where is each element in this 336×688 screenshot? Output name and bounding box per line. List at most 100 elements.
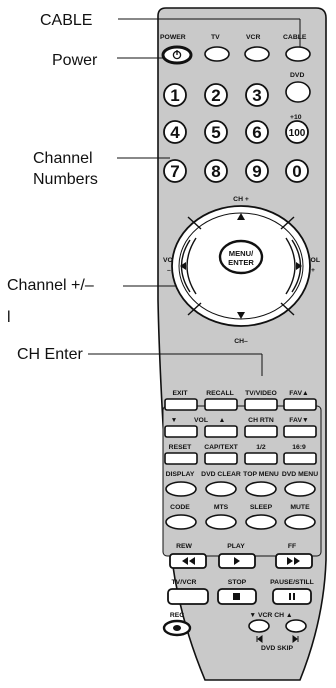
aspect-16-9-button[interactable] [283, 452, 317, 465]
label-vol-up-arrow: ▲ [219, 417, 226, 424]
number-label-4: 4 [170, 123, 180, 142]
volume-up-button[interactable] [285, 237, 302, 295]
dvd-menu-button[interactable] [284, 481, 316, 497]
vcr-ch-down-button[interactable] [248, 619, 270, 633]
tv-button[interactable] [204, 46, 230, 62]
label-reset: RESET [169, 444, 193, 451]
number-button-2[interactable] [204, 83, 228, 107]
label-vol-down-arrow: ▼ [171, 417, 178, 424]
label-ch-rtn: CH RTN [248, 417, 274, 424]
number-button-6[interactable] [245, 120, 269, 144]
callout-channel-numbers-line1: Channel [33, 150, 93, 167]
number-button-7[interactable] [163, 159, 187, 183]
label-vol-left-sign: – [167, 267, 171, 274]
number-label-1: 1 [170, 86, 179, 105]
reset-button[interactable] [164, 452, 198, 465]
callout-power: Power [52, 52, 98, 69]
vcr-button[interactable] [244, 46, 270, 62]
rewind-button[interactable] [169, 553, 207, 569]
number-label-100: 100 [289, 128, 306, 139]
menu-enter-label-line2: ENTER [228, 258, 254, 267]
vcr-ch-up-button[interactable] [285, 619, 307, 633]
number-button-0[interactable] [285, 159, 309, 183]
label-exit: EXIT [172, 390, 188, 397]
label-dvd: DVD [290, 72, 304, 79]
tv-vcr-button[interactable] [167, 588, 209, 605]
label-pause-still: PAUSE/STILL [270, 579, 314, 586]
number-label-6: 6 [252, 123, 261, 142]
number-button-3[interactable] [245, 83, 269, 107]
label-rec: REC [170, 612, 184, 619]
stray-mark: l [7, 309, 11, 326]
fav-down-button[interactable] [283, 425, 317, 438]
exit-button[interactable] [164, 398, 198, 411]
callout-cable: CABLE [40, 12, 92, 29]
channel-up-arrow-icon[interactable] [237, 213, 245, 220]
number-label-7: 7 [170, 162, 179, 181]
label-cap-text: CAP/TEXT [204, 444, 238, 451]
sleep-button[interactable] [245, 514, 277, 530]
label-ch-plus: CH + [233, 196, 249, 203]
number-button-9[interactable] [245, 159, 269, 183]
top-menu-button[interactable] [245, 481, 277, 497]
record-button[interactable] [162, 619, 192, 637]
label-grid-vol: VOL [194, 417, 208, 424]
play-button[interactable] [218, 553, 256, 569]
number-button-1[interactable] [163, 83, 187, 107]
dvd-button[interactable] [285, 81, 311, 103]
ch-rtn-button[interactable] [244, 425, 278, 438]
stop-icon [233, 593, 240, 600]
label-stop: STOP [228, 579, 247, 586]
label-mts: MTS [214, 504, 229, 511]
record-icon [173, 625, 181, 631]
label-ff: FF [288, 543, 296, 550]
menu-enter-button[interactable] [218, 239, 264, 275]
fav-up-button[interactable] [283, 398, 317, 411]
label-play: PLAY [227, 543, 245, 550]
mute-button[interactable] [284, 514, 316, 530]
grid-vol-up-button[interactable] [204, 425, 238, 438]
stop-button[interactable] [217, 588, 257, 605]
label-cable: CABLE [283, 34, 307, 41]
pause-icon [289, 593, 295, 600]
label-dvd-menu: DVD MENU [282, 471, 318, 478]
volume-down-button[interactable] [180, 237, 197, 295]
tv-video-button[interactable] [244, 398, 278, 411]
label-display: DISPLAY [166, 471, 195, 478]
label-vcr: VCR [246, 34, 260, 41]
label-vol-right-sign: + [311, 267, 315, 274]
label-ch-minus: CH– [234, 338, 248, 345]
number-button-100[interactable] [285, 120, 309, 144]
dvd-clear-button[interactable] [205, 481, 237, 497]
label-vol-left: VOL [163, 257, 177, 264]
cap-text-button[interactable] [204, 452, 238, 465]
recall-button[interactable] [204, 398, 238, 411]
volume-up-arrow-icon [296, 262, 302, 270]
number-button-4[interactable] [163, 120, 187, 144]
code-button[interactable] [165, 514, 197, 530]
callout-channel-numbers-line2: Numbers [33, 171, 98, 188]
callout-channel-plus-minus: Channel +/– [7, 277, 94, 294]
number-label-8: 8 [211, 162, 220, 181]
power-icon [172, 50, 182, 60]
label-16-9: 16:9 [292, 444, 306, 451]
channel-down-arrow-icon[interactable] [237, 312, 245, 319]
number-button-8[interactable] [204, 159, 228, 183]
pause-still-button[interactable] [272, 588, 312, 605]
grid-vol-down-button[interactable] [164, 425, 198, 438]
fast-forward-button[interactable] [275, 553, 313, 569]
number-button-5[interactable] [204, 120, 228, 144]
label-vcr-ch: ▼ VCR CH ▲ [249, 612, 292, 619]
volume-down-arrow-icon [180, 262, 186, 270]
cable-button[interactable] [285, 46, 311, 62]
power-button[interactable] [161, 45, 193, 65]
label-half: 1/2 [256, 444, 266, 451]
display-button[interactable] [165, 481, 197, 497]
number-label-0: 0 [292, 162, 301, 181]
mts-button[interactable] [205, 514, 237, 530]
label-tv-video: TV/VIDEO [245, 390, 277, 397]
half-button[interactable] [244, 452, 278, 465]
label-plus10: +10 [290, 114, 302, 121]
label-sleep: SLEEP [250, 504, 273, 511]
